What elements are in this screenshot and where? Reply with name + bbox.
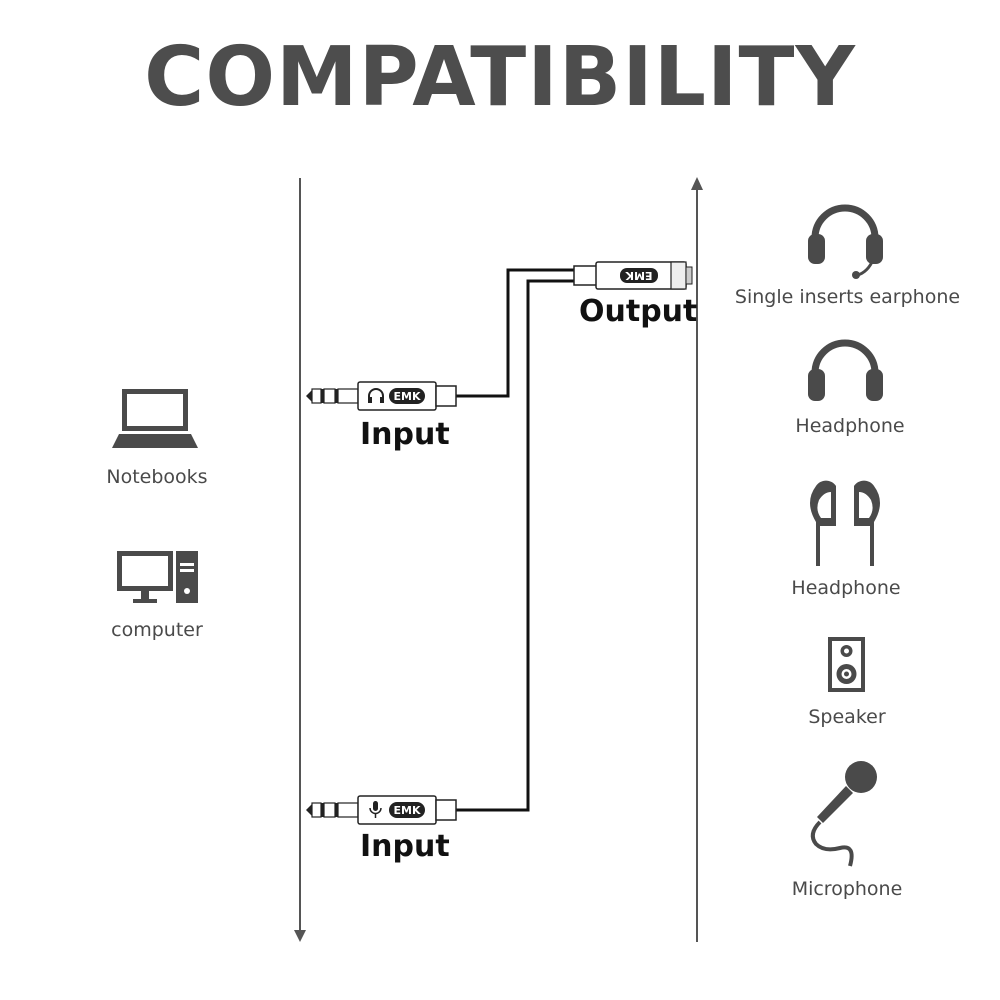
- output-label: Output: [579, 294, 698, 329]
- right-arrow-line: [691, 177, 703, 942]
- device-label-notebooks: Notebooks: [106, 466, 208, 488]
- desktop-computer-icon: [117, 551, 198, 603]
- input-plug-microphone: [306, 795, 457, 825]
- device-label-computer: computer: [111, 619, 203, 641]
- laptop-icon: [112, 389, 198, 448]
- brand-mark-bottom: EMK: [394, 804, 421, 817]
- speaker-icon: [828, 637, 865, 692]
- device-label-microphone: Microphone: [791, 878, 903, 900]
- headset-with-mic-icon: [808, 204, 883, 279]
- headphone-icon: [808, 339, 883, 401]
- input-plug-headphone: [306, 381, 457, 411]
- brand-mark-top: EMK: [394, 390, 421, 403]
- device-label-speaker: Speaker: [808, 706, 886, 728]
- output-jack: [573, 261, 693, 290]
- input-label-bottom: Input: [360, 829, 450, 864]
- left-arrow-line: [294, 178, 306, 942]
- device-label-single-inserts-earphone: Single inserts earphone: [734, 286, 961, 308]
- earbuds-icon: [810, 480, 880, 566]
- page-title: COMPATIBILITY: [144, 30, 856, 125]
- adapter-cable: [456, 268, 576, 812]
- input-label-top: Input: [360, 417, 450, 452]
- device-label-headphone-1: Headphone: [795, 415, 905, 437]
- brand-mark-output: EMK: [625, 269, 652, 282]
- microphone-icon: [810, 761, 877, 867]
- device-label-headphone-2: Headphone: [791, 577, 901, 599]
